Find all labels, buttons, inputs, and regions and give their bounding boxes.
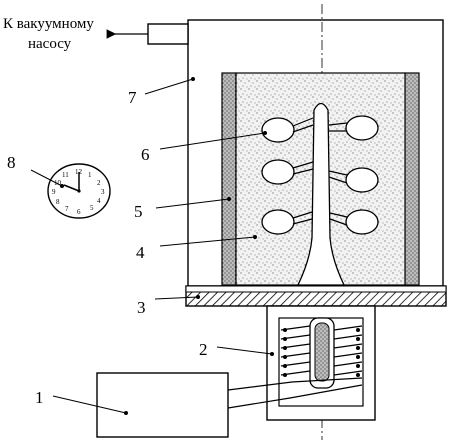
label-4: 4 bbox=[136, 243, 145, 262]
clock-numeral-5: 5 bbox=[90, 204, 94, 212]
clock-icon: 12 1 2 3 4 5 6 7 8 9 10 11 bbox=[47, 163, 111, 219]
clock-numeral-7: 7 bbox=[65, 205, 69, 213]
generator-wire-1 bbox=[227, 377, 363, 391]
pattern-right-1 bbox=[345, 115, 379, 141]
caption-line-2: насосу bbox=[28, 36, 72, 52]
clock-numeral-11: 11 bbox=[62, 171, 69, 179]
clock-numeral-10: 10 bbox=[54, 179, 62, 187]
sprue-tree bbox=[296, 102, 346, 286]
pattern-right-2 bbox=[345, 167, 379, 193]
pump-outlet-pipe bbox=[147, 23, 189, 45]
label-1: 1 bbox=[35, 388, 44, 407]
label-2: 2 bbox=[199, 340, 208, 359]
flask-right-wall bbox=[404, 72, 420, 286]
label-3: 3 bbox=[137, 298, 146, 317]
table-face bbox=[185, 285, 447, 293]
pattern-left-1 bbox=[261, 117, 295, 143]
vibrator-armature bbox=[314, 322, 330, 382]
clock-numeral-4: 4 bbox=[97, 197, 101, 205]
pattern-left-2 bbox=[261, 159, 295, 185]
label-7: 7 bbox=[128, 88, 137, 107]
leader-dots bbox=[60, 77, 274, 415]
caption-line-1: К вакуумному bbox=[3, 16, 94, 32]
generator-block bbox=[96, 372, 229, 438]
clock-numeral-6: 6 bbox=[77, 208, 81, 216]
clock-numeral-12: 12 bbox=[75, 168, 83, 176]
label-8: 8 bbox=[7, 153, 16, 172]
pattern-gates bbox=[292, 117, 348, 226]
clock-numeral-1: 1 bbox=[88, 171, 92, 179]
clock-numeral-3: 3 bbox=[101, 188, 105, 196]
leader-lines bbox=[30, 78, 273, 414]
label-5: 5 bbox=[134, 202, 143, 221]
clock-numeral-8: 8 bbox=[56, 198, 60, 206]
label-6: 6 bbox=[141, 145, 150, 164]
coil-windings bbox=[280, 325, 363, 376]
coil-points bbox=[283, 328, 360, 377]
clock-numeral-2: 2 bbox=[97, 179, 101, 187]
pattern-parts bbox=[261, 115, 379, 235]
clock-numeral-9: 9 bbox=[52, 188, 56, 196]
pattern-right-3 bbox=[345, 209, 379, 235]
pattern-left-3 bbox=[261, 209, 295, 235]
flask-left-wall bbox=[221, 72, 237, 286]
generator-wire-2 bbox=[227, 384, 363, 409]
